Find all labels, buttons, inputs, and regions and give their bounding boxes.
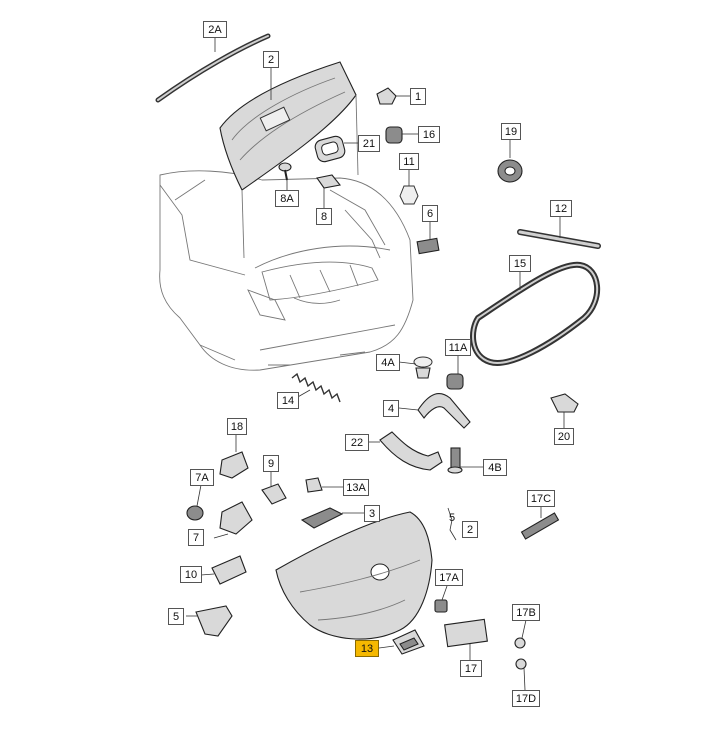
- grommet-21: [314, 135, 346, 163]
- gooseneck-22: [379, 431, 443, 471]
- callout-5-lower: 5: [168, 608, 184, 625]
- callout-7: 7: [188, 529, 204, 546]
- trunk-lid-lower: [275, 511, 433, 640]
- lamp-17A: [434, 599, 448, 613]
- bracket-8: [316, 174, 342, 189]
- callout-9: 9: [263, 455, 279, 472]
- callout-4A: 4A: [376, 354, 400, 371]
- callout-4: 4: [383, 400, 399, 417]
- callout-16: 16: [418, 126, 440, 143]
- callout-13-highlighted: 13: [355, 640, 379, 657]
- callout-21: 21: [358, 135, 380, 152]
- callout-19: 19: [501, 123, 521, 140]
- callout-17C: 17C: [527, 490, 555, 507]
- callout-17D: 17D: [512, 690, 540, 707]
- handle-13: [392, 629, 425, 655]
- spring-14: [291, 372, 341, 403]
- clip-13A: [305, 477, 323, 493]
- latch-7: [219, 501, 253, 535]
- cover-10: [211, 555, 247, 585]
- bolt-4B: [447, 447, 463, 474]
- handle-3: [300, 507, 344, 529]
- pad-6: [416, 237, 440, 255]
- callout-2A: 2A: [203, 21, 227, 38]
- trunk-seal-15: [470, 261, 601, 366]
- callout-2-lower: 2: [462, 521, 478, 538]
- hinge-4: [417, 392, 471, 429]
- gas-strut-12: [517, 229, 601, 249]
- grommet-19: [497, 159, 523, 183]
- callout-11A: 11A: [445, 339, 471, 356]
- callout-6: 6: [422, 205, 438, 222]
- strip-17C: [520, 512, 560, 540]
- callout-8: 8: [316, 208, 332, 225]
- callout-13A: 13A: [343, 479, 369, 496]
- callout-12: 12: [550, 200, 572, 217]
- callout-3: 3: [364, 505, 380, 522]
- clip-4A: [413, 356, 433, 379]
- callout-22: 22: [345, 434, 369, 451]
- bump-stop-1: [376, 87, 397, 105]
- bracket-9: [261, 483, 287, 505]
- bump-stop-11: [399, 185, 419, 205]
- screw-17B: [514, 637, 526, 649]
- callout-15: 15: [509, 255, 531, 272]
- lock-18: [219, 451, 249, 479]
- callout-5-upper: 5: [448, 512, 456, 524]
- callout-20: 20: [554, 428, 574, 445]
- screw-17D: [515, 658, 527, 670]
- callout-4B: 4B: [483, 459, 507, 476]
- callout-7A: 7A: [190, 469, 214, 486]
- callout-10: 10: [180, 566, 202, 583]
- hinge-20: [550, 393, 579, 413]
- car-body-outline: [159, 170, 414, 371]
- leader-lines: [186, 38, 565, 691]
- callout-11: 11: [399, 153, 419, 170]
- seal-strip-2A: [155, 33, 271, 103]
- callout-17A: 17A: [435, 569, 463, 586]
- buffer-16: [385, 126, 403, 144]
- callout-8A: 8A: [275, 190, 299, 207]
- trunk-lid-2: [219, 61, 359, 259]
- bracket-5b: [195, 605, 233, 637]
- callout-17: 17: [460, 660, 482, 677]
- plate-17: [444, 618, 488, 648]
- grommet-7A: [186, 505, 204, 521]
- bolt-8A: [278, 162, 292, 181]
- callout-2: 2: [263, 51, 279, 68]
- callout-1: 1: [410, 88, 426, 105]
- callout-17B: 17B: [512, 604, 540, 621]
- callout-18: 18: [227, 418, 247, 435]
- callout-14: 14: [277, 392, 299, 409]
- buffer-11A: [446, 373, 464, 390]
